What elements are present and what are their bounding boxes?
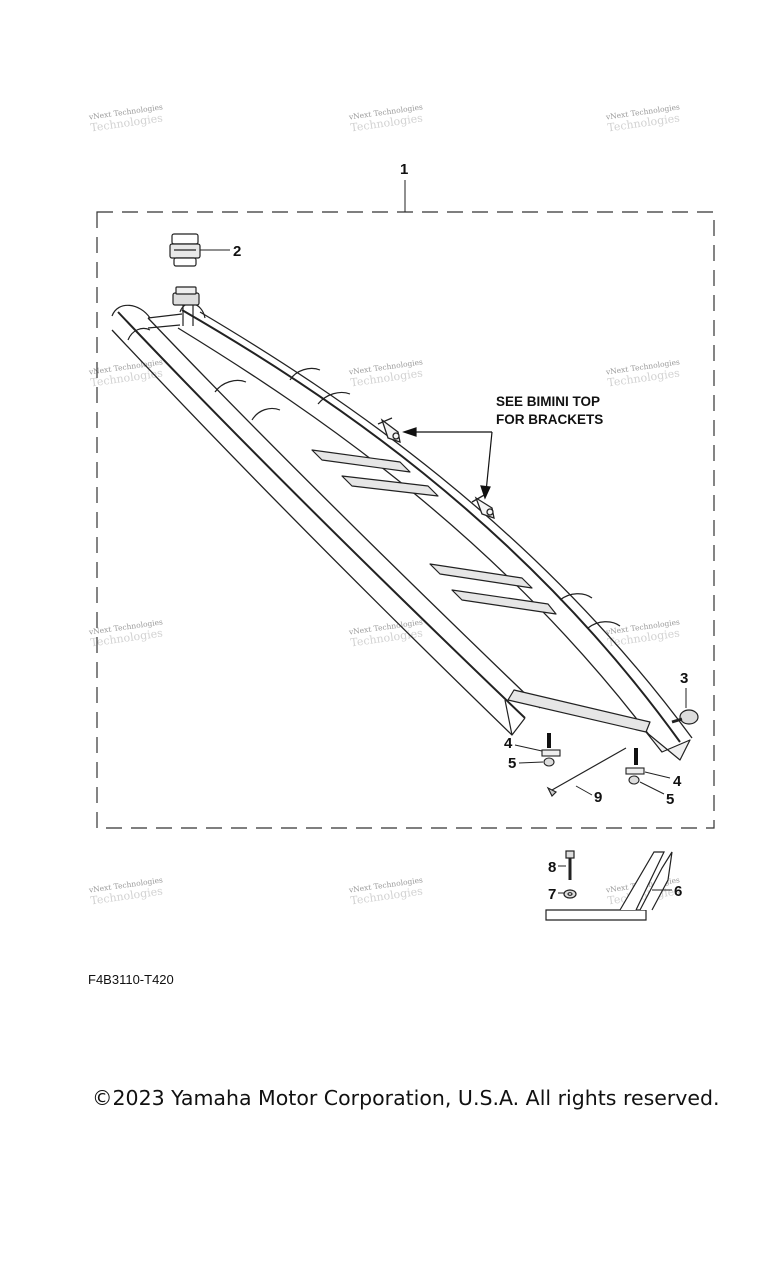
- parts-diagram: Technologies vNext Technologies Technolo…: [87, 102, 715, 921]
- callout-6: 6: [674, 883, 682, 900]
- callout-7: 7: [548, 886, 556, 903]
- watermark: Technologies vNext Technologies: [604, 357, 680, 389]
- watermark: Technologies vNext Technologies: [87, 875, 163, 907]
- callout-4-right: 4: [673, 773, 682, 790]
- callout-1: 1: [400, 161, 408, 178]
- callout-3: 3: [680, 670, 688, 687]
- callout-2: 2: [233, 243, 241, 260]
- callout-9-leader: [575, 785, 593, 796]
- bimini-note-line2: FOR BRACKETS: [496, 412, 603, 427]
- diagram-code: F4B3110-T420: [88, 972, 174, 987]
- bimini-brackets: [377, 417, 495, 519]
- watermark: Technologies vNext Technologies: [347, 875, 423, 907]
- callout-5-right: 5: [666, 791, 674, 808]
- bimini-note-line1: SEE BIMINI TOP: [496, 394, 600, 409]
- part-9-pin: [546, 747, 627, 798]
- part-2-cap: [169, 233, 201, 267]
- watermark: Technologies vNext Technologies: [347, 102, 423, 134]
- foot-studs: [547, 733, 638, 765]
- callout-4a-leader: [514, 744, 543, 752]
- callout-4-left: 4: [504, 735, 513, 752]
- callout-4b-leader: [644, 771, 671, 779]
- callout-9: 9: [594, 789, 602, 806]
- part-4-spacer-right: [625, 767, 645, 775]
- watermark: Technologies vNext Technologies: [347, 617, 423, 649]
- copyright-notice: ©2023 Yamaha Motor Corporation, U.S.A. A…: [92, 1086, 720, 1110]
- callout-8: 8: [548, 859, 556, 876]
- part-8-bolt: [565, 850, 575, 880]
- bimini-note-arrows: [402, 427, 493, 500]
- watermark: Technologies vNext Technologies: [87, 102, 163, 134]
- part-4-spacer-left: [541, 749, 561, 757]
- watermark: Technologies vNext Technologies: [604, 102, 680, 134]
- part-3-knob: [671, 709, 699, 725]
- part-7-washer: [563, 889, 577, 899]
- watermark: Technologies vNext Technologies: [347, 357, 423, 389]
- part-5-nut-right: [628, 775, 640, 785]
- part-5-nut-left: [543, 757, 555, 767]
- watermark: Technologies vNext Technologies: [87, 617, 163, 649]
- callout-5b-leader: [639, 781, 665, 795]
- callout-5-left: 5: [508, 755, 516, 772]
- callout-5a-leader: [518, 761, 544, 764]
- tower-frame: [111, 286, 693, 761]
- watermark-grid: Technologies vNext Technologies Technolo…: [87, 102, 680, 907]
- part-6-foot-bracket: [545, 851, 673, 921]
